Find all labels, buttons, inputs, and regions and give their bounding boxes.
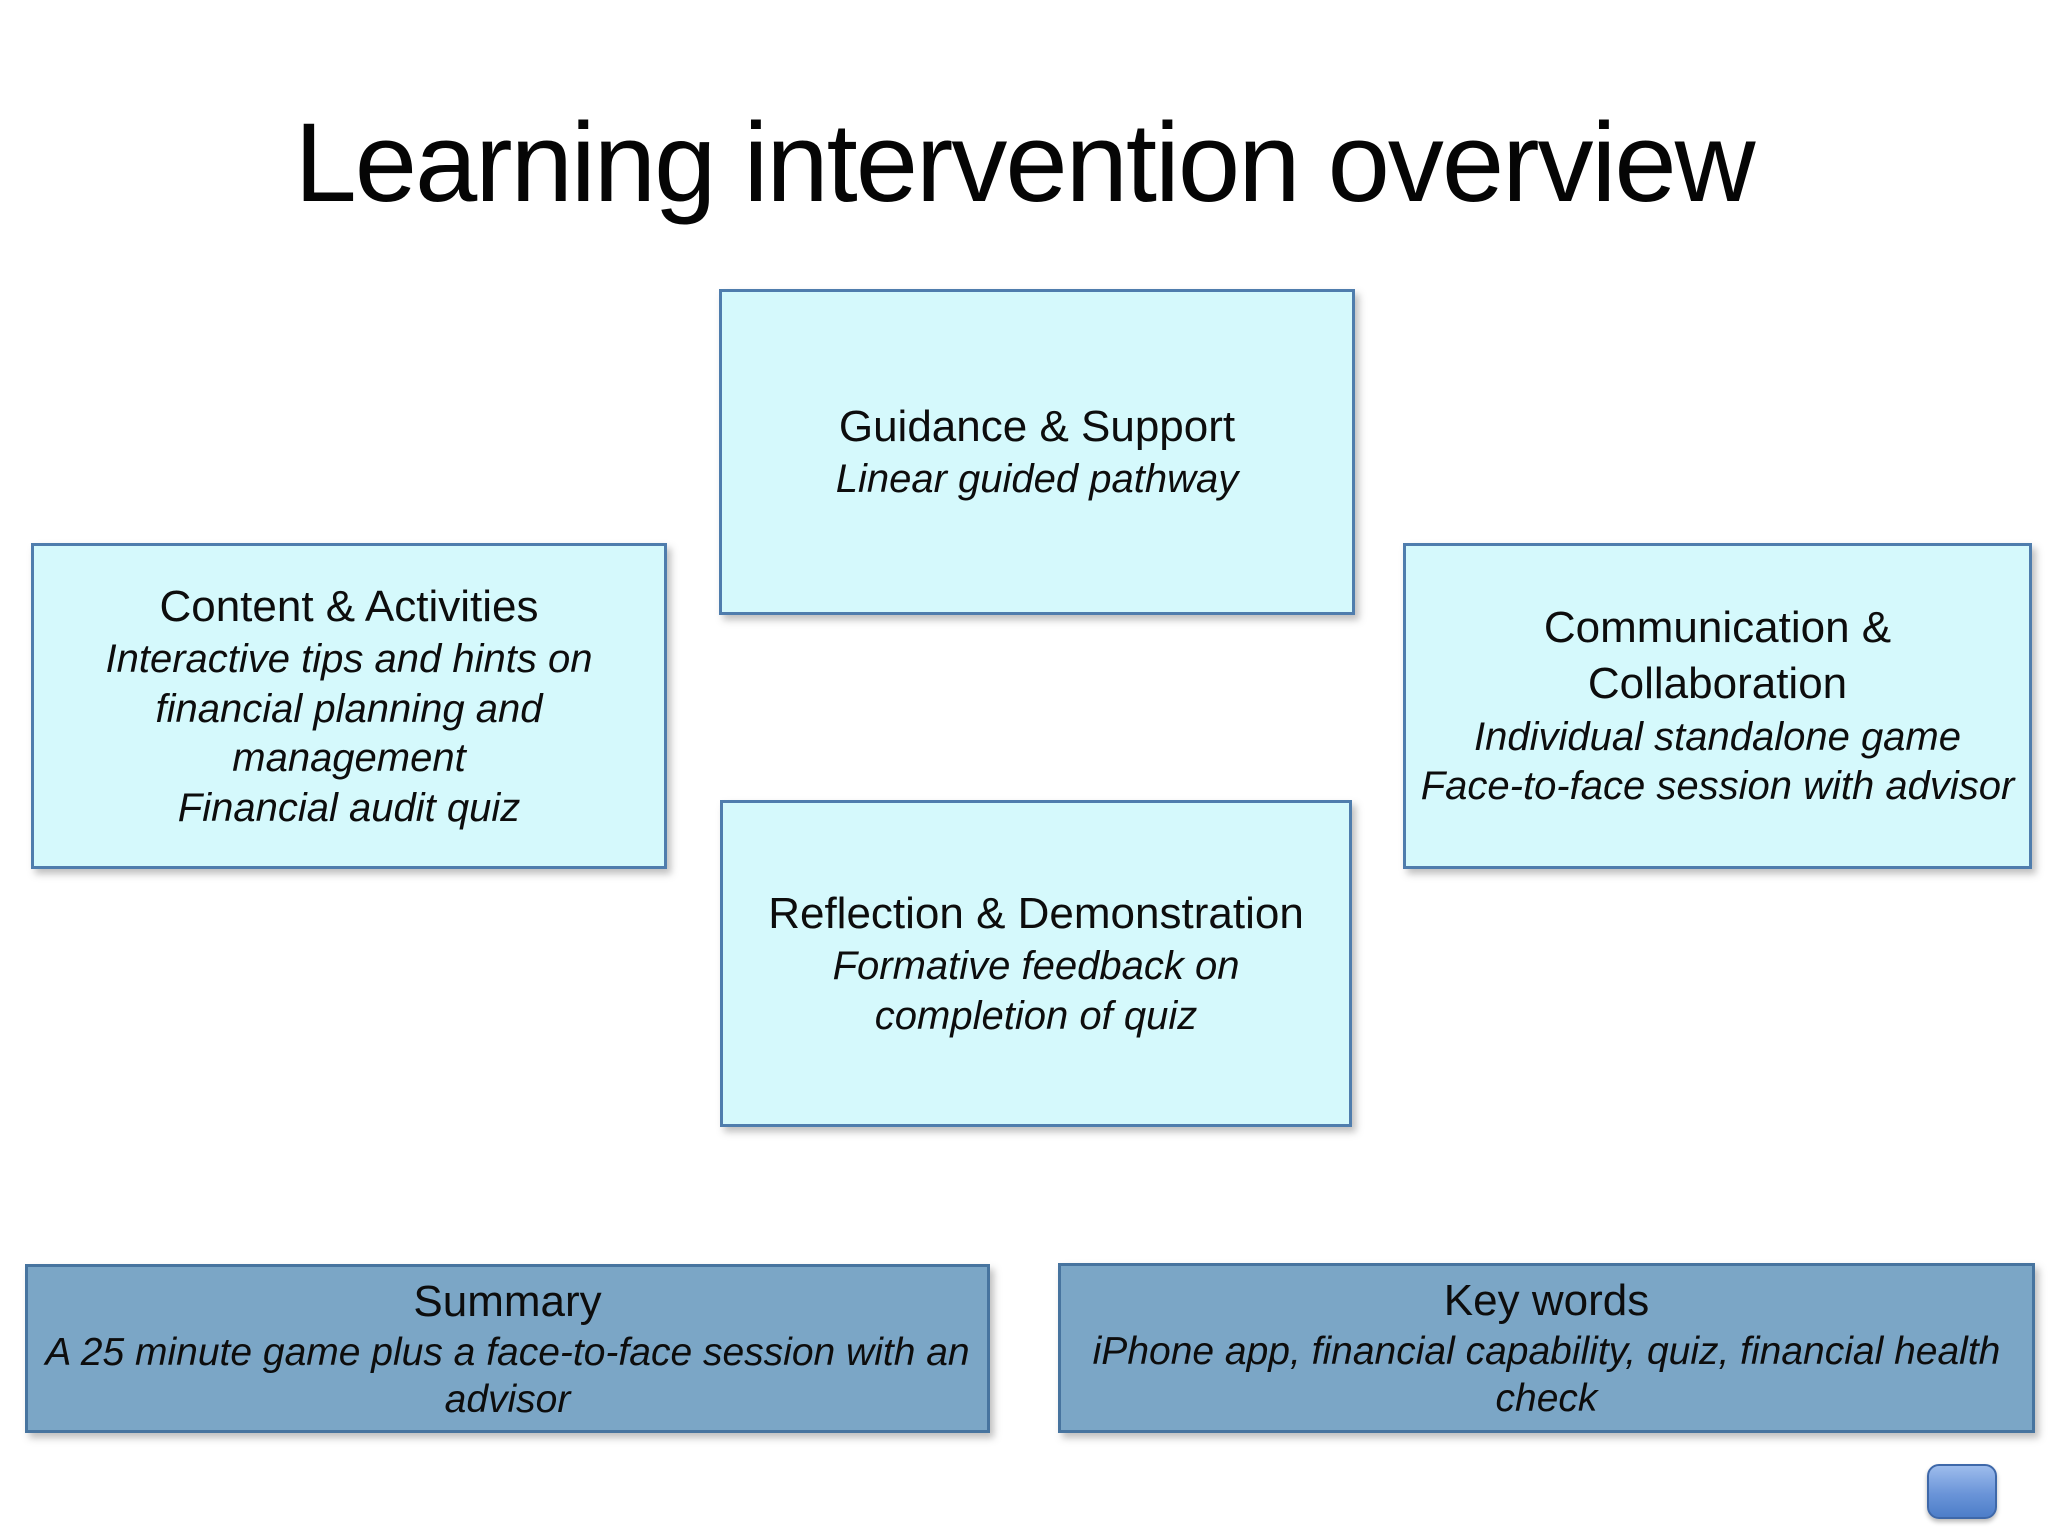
- key-words-title: Key words: [1443, 1276, 1650, 1326]
- slide-title: Learning intervention overview: [294, 100, 1755, 225]
- reflection-demonstration-subtitle: Formative feedback on completion of quiz: [832, 944, 1240, 1038]
- key-words-subtitle: iPhone app, financial capability, quiz, …: [1092, 1330, 2001, 1421]
- communication-collaboration-title: Communication & Collaboration: [1543, 603, 1892, 709]
- communication-collaboration-subtitle-2: Face-to-face session with advisor: [1420, 764, 2015, 809]
- guidance-support-subtitle: Linear guided pathway: [835, 457, 1239, 502]
- reflection-demonstration-box: Reflection & Demonstration Formative fee…: [720, 800, 1352, 1127]
- content-activities-subtitle-2: Financial audit quiz: [177, 785, 521, 830]
- content-activities-box: Content & Activities Interactive tips an…: [31, 543, 667, 869]
- summary-title: Summary: [413, 1276, 602, 1326]
- guidance-support-title: Guidance & Support: [838, 402, 1236, 452]
- communication-collaboration-box: Communication & Collaboration Individual…: [1403, 543, 2032, 869]
- communication-collaboration-subtitle-1: Individual standalone game: [1473, 714, 1961, 759]
- summary-box: Summary A 25 minute game plus a face-to-…: [25, 1264, 990, 1433]
- guidance-support-box: Guidance & Support Linear guided pathway: [719, 289, 1355, 615]
- slide-nav-button[interactable]: [1927, 1464, 1997, 1519]
- summary-subtitle: A 25 minute game plus a face-to-face ses…: [45, 1330, 970, 1421]
- content-activities-title: Content & Activities: [159, 581, 539, 631]
- content-activities-subtitle-1: Interactive tips and hints on financial …: [105, 636, 593, 781]
- key-words-box: Key words iPhone app, financial capabili…: [1058, 1263, 2035, 1433]
- reflection-demonstration-title: Reflection & Demonstration: [768, 888, 1304, 938]
